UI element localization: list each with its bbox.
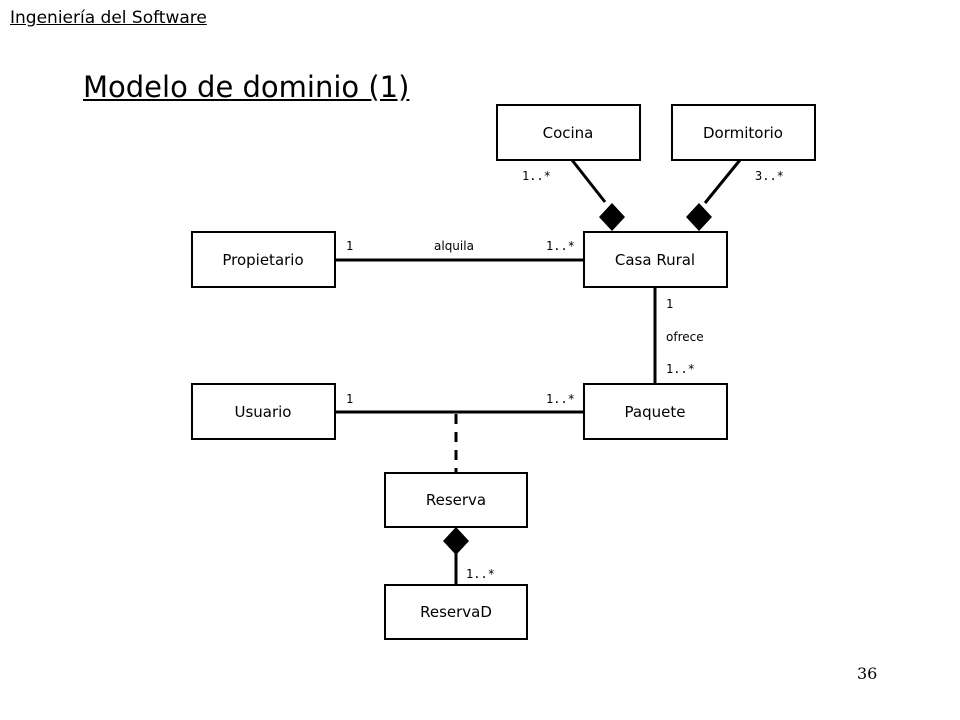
cocina-composition-diamond <box>599 203 625 231</box>
dormitorio-composition-diamond <box>686 203 712 231</box>
class-usuario-label: Usuario <box>234 403 291 421</box>
dormitorio-multiplicity: 3..* <box>755 169 784 183</box>
casa-rural-multiplicity: 1..* <box>546 239 575 253</box>
class-casa-rural-label: Casa Rural <box>615 251 695 269</box>
ofrece-label: ofrece <box>666 330 704 344</box>
cocina-multiplicity: 1..* <box>522 169 551 183</box>
cocina-casa-link <box>570 159 607 203</box>
course-title: Ingeniería del Software <box>10 8 207 28</box>
class-dormitorio-label: Dormitorio <box>703 124 783 142</box>
propietario-multiplicity: 1 <box>346 239 353 253</box>
slide-title: Modelo de dominio (1) <box>83 70 410 104</box>
class-propietario-label: Propietario <box>222 251 303 269</box>
paquete-ofrece-multiplicity: 1..* <box>666 362 695 376</box>
class-propietario: Propietario <box>191 231 336 288</box>
reserva-composition-diamond <box>443 527 469 555</box>
casa-ofrece-multiplicity: 1 <box>666 297 673 311</box>
class-casa-rural: Casa Rural <box>583 231 728 288</box>
class-cocina: Cocina <box>496 104 641 161</box>
class-paquete: Paquete <box>583 383 728 440</box>
usuario-multiplicity: 1 <box>346 392 353 406</box>
class-reservad: ReservaD <box>384 584 528 640</box>
class-reservad-label: ReservaD <box>420 603 492 621</box>
page-number: 36 <box>857 664 878 683</box>
reservad-multiplicity: 1..* <box>466 567 495 581</box>
class-usuario: Usuario <box>191 383 336 440</box>
paquete-multiplicity: 1..* <box>546 392 575 406</box>
class-reserva-label: Reserva <box>426 491 486 509</box>
class-reserva: Reserva <box>384 472 528 528</box>
alquila-label: alquila <box>434 239 474 253</box>
class-dormitorio: Dormitorio <box>671 104 816 161</box>
class-cocina-label: Cocina <box>543 124 594 142</box>
dormitorio-casa-link <box>703 159 742 204</box>
class-paquete-label: Paquete <box>625 403 686 421</box>
